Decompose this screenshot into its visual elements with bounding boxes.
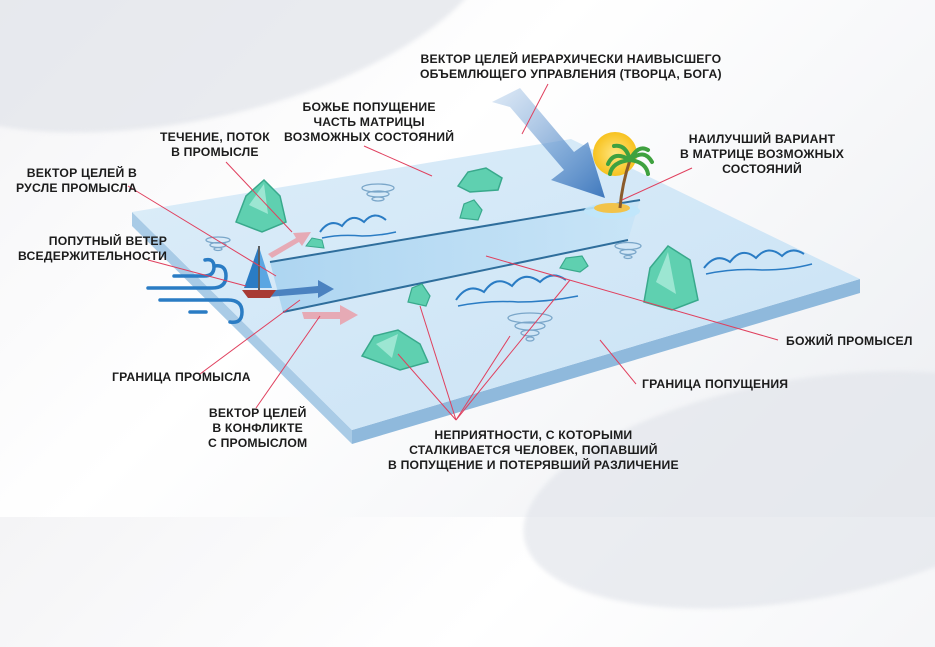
label-current-flow: ТЕЧЕНИЕ, ПОТОК В ПРОМЫСЛЕ <box>160 130 270 160</box>
label-providence: БОЖИЙ ПРОМЫСЕЛ <box>786 334 913 349</box>
label-troubles: НЕПРИЯТНОСТИ, С КОТОРЫМИ СТАЛКИВАЕТСЯ ЧЕ… <box>388 428 679 473</box>
label-best-option: НАИЛУЧШИЙ ВАРИАНТ В МАТРИЦЕ ВОЗМОЖНЫХ СО… <box>680 132 844 177</box>
label-top-vector: ВЕКТОР ЦЕЛЕЙ ИЕРАРХИЧЕСКИ НАИВЫСШЕГО ОБЪ… <box>420 52 722 82</box>
label-tailwind: ПОПУТНЫЙ ВЕТЕР ВСЕДЕРЖИТЕЛЬНОСТИ <box>18 234 167 264</box>
label-vector-in-channel: ВЕКТОР ЦЕЛЕЙ В РУСЛЕ ПРОМЫСЛА <box>16 166 137 196</box>
label-providence-border: ГРАНИЦА ПРОМЫСЛА <box>112 370 251 385</box>
label-divine-permission: БОЖЬЕ ПОПУЩЕНИЕ ЧАСТЬ МАТРИЦЫ ВОЗМОЖНЫХ … <box>284 100 454 145</box>
label-permission-border: ГРАНИЦА ПОПУЩЕНИЯ <box>642 377 788 392</box>
label-vector-conflict: ВЕКТОР ЦЕЛЕЙ В КОНФЛИКТЕ С ПРОМЫСЛОМ <box>208 406 307 451</box>
